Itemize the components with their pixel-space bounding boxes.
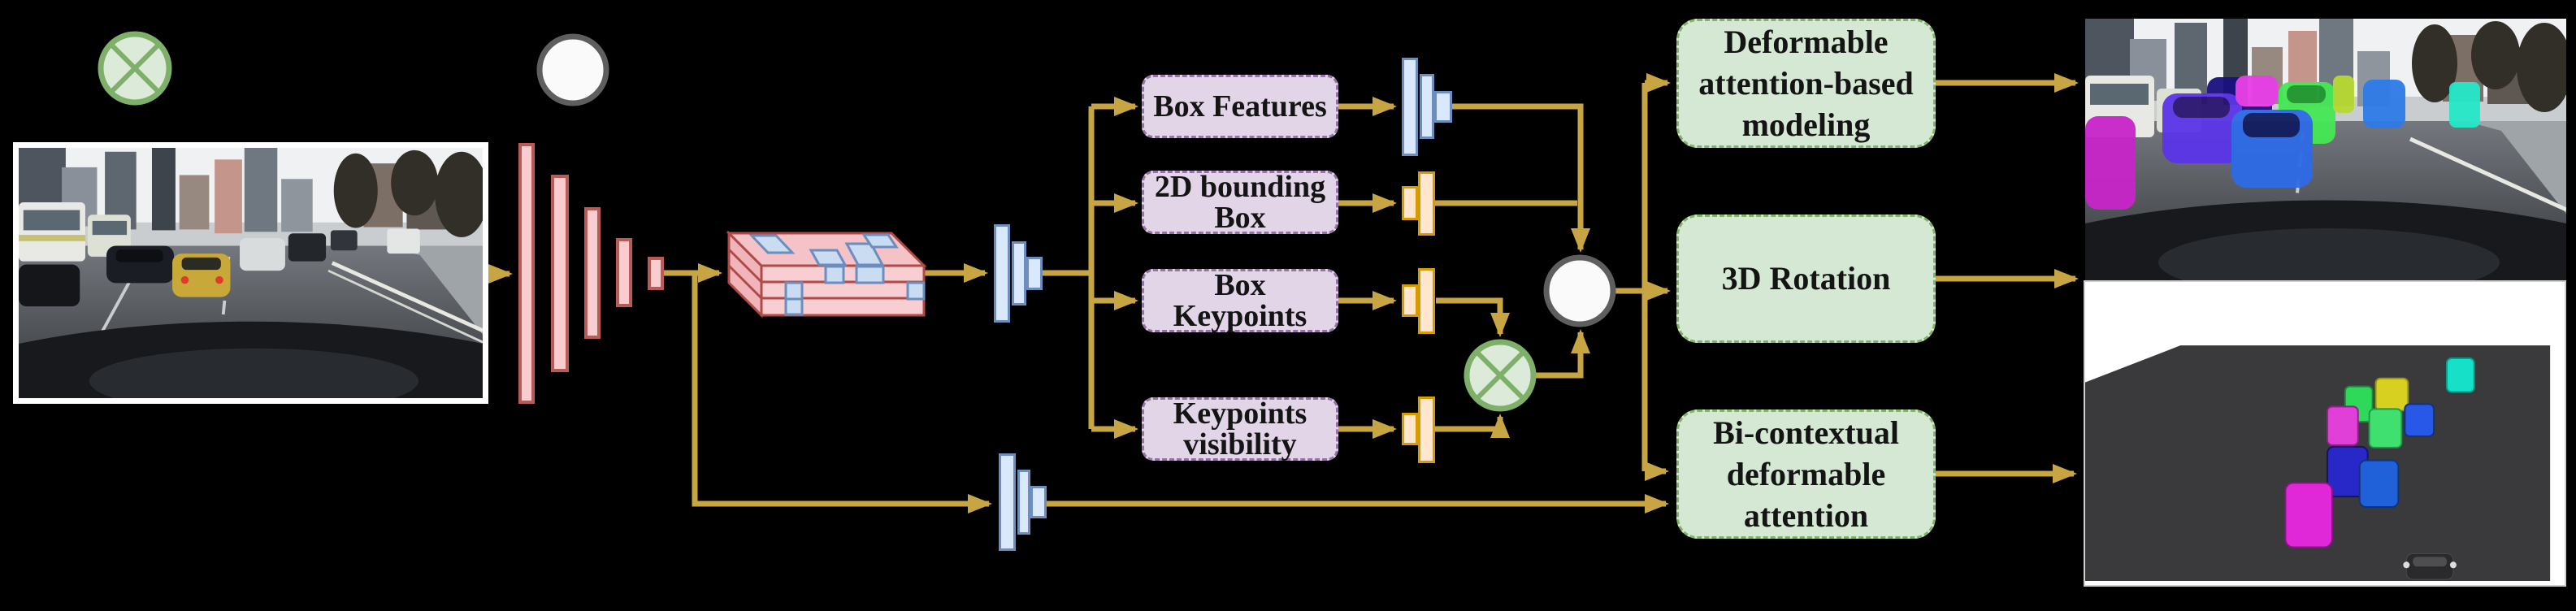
context-bar: [999, 453, 1016, 551]
output-3d-detection-image: [2085, 19, 2566, 280]
vehicles: [19, 202, 420, 307]
module-bi-contextual-deformable-attention: Bi-contextual deformable attention: [1676, 410, 1936, 539]
context-bar: [1017, 470, 1030, 535]
trees: [2412, 21, 2566, 112]
backbone-bar-4: [616, 238, 632, 307]
input-street-image: [13, 142, 488, 404]
keypoints-bar: [1402, 284, 1418, 317]
merge-circle-legend-icon: [536, 33, 609, 106]
multiply-circle-icon: [1464, 339, 1537, 412]
context-bar: [1030, 486, 1047, 518]
box-features-bar: [1434, 91, 1452, 123]
backbone-bar-3: [584, 207, 601, 339]
head-box-keypoints: Box Keypoints: [1142, 269, 1338, 332]
keypoints-bar: [1418, 268, 1435, 334]
output-bev-view-image: [2084, 280, 2566, 587]
backbone-bar-1: [518, 143, 535, 404]
module-3d-rotation: 3D Rotation: [1676, 214, 1936, 343]
box-features-bar: [1420, 74, 1434, 139]
visibility-bar: [1402, 413, 1418, 445]
fpn-bar: [1026, 257, 1043, 290]
backbone-bar-2: [551, 175, 569, 372]
head-keypoints-visibility: Keypoints visibility: [1142, 397, 1338, 461]
bbox2d-bar: [1418, 171, 1435, 236]
box-features-bar: [1402, 58, 1418, 156]
merge-circle-icon: [1543, 254, 1616, 327]
head-box-features: Box Features: [1142, 75, 1338, 138]
feature-volume-3d: [726, 230, 927, 318]
detected-car-meshes: [2085, 76, 2480, 210]
multiply-circle-legend-icon: [98, 31, 172, 106]
street-scene: [19, 148, 483, 398]
visibility-bar: [1418, 396, 1435, 463]
connector-arrows: [488, 73, 2079, 514]
fpn-bar: [1012, 241, 1026, 306]
trees: [333, 150, 483, 237]
ego-vehicle: [2403, 552, 2457, 580]
bbox2d-bar: [1402, 186, 1418, 220]
module-deformable-attention-modeling: Deformable attention-based modeling: [1676, 19, 1936, 148]
bev-scene: [2085, 282, 2565, 585]
ground-plane: [2085, 345, 2551, 582]
detection-scene: [2085, 19, 2566, 280]
head-2d-bounding-box: 2D bounding Box: [1142, 171, 1338, 234]
fpn-bar: [994, 224, 1010, 323]
feature-tokens: [748, 233, 926, 316]
bev-3d-boxes: [2284, 358, 2475, 548]
backbone-bar-5: [648, 257, 664, 290]
